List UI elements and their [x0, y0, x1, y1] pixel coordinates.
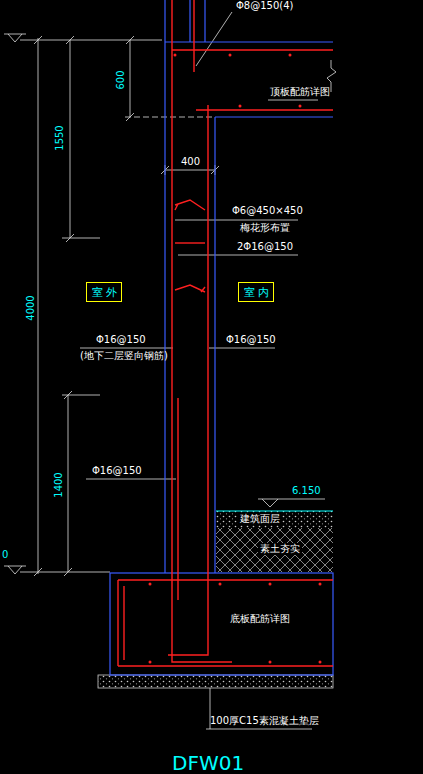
annotation-text: 顶板配筋详图	[270, 86, 330, 98]
annotation-text: Φ6@450×450	[232, 205, 303, 217]
annotation-text: 6.150	[292, 485, 321, 497]
annotation-text: (地下二层竖向钢筋)	[80, 350, 168, 362]
dimension-text: 600	[115, 70, 127, 89]
annotation-text: 建筑面层	[238, 513, 282, 525]
annotation-text: Φ16@150	[92, 465, 142, 477]
annotation-text: 100厚C15素混凝土垫层	[210, 715, 319, 727]
annotation-text: Φ16@150	[226, 334, 276, 346]
annotation-text: 2Φ16@150	[237, 241, 293, 253]
annotation-text: 0	[2, 549, 8, 561]
annotation-text: 梅花形布置	[240, 222, 290, 234]
room-label: 室 内	[244, 286, 268, 299]
annotation-text: Φ8@150(4)	[236, 0, 294, 12]
annotation-text: Φ16@150	[96, 334, 146, 346]
room-tag: 室 内	[238, 282, 274, 302]
room-label: 室 外	[92, 286, 116, 299]
room-tag: 室 外	[86, 282, 122, 302]
annotation-text: 底板配筋详图	[230, 613, 290, 625]
annotation-text: 素土夯实	[258, 543, 302, 555]
dimension-text: 4000	[25, 295, 37, 320]
dimension-text: 1400	[53, 472, 65, 497]
annotation-text: 400	[181, 156, 200, 168]
annotation-text: DFW01	[172, 752, 244, 774]
dimension-text: 1550	[54, 125, 66, 150]
